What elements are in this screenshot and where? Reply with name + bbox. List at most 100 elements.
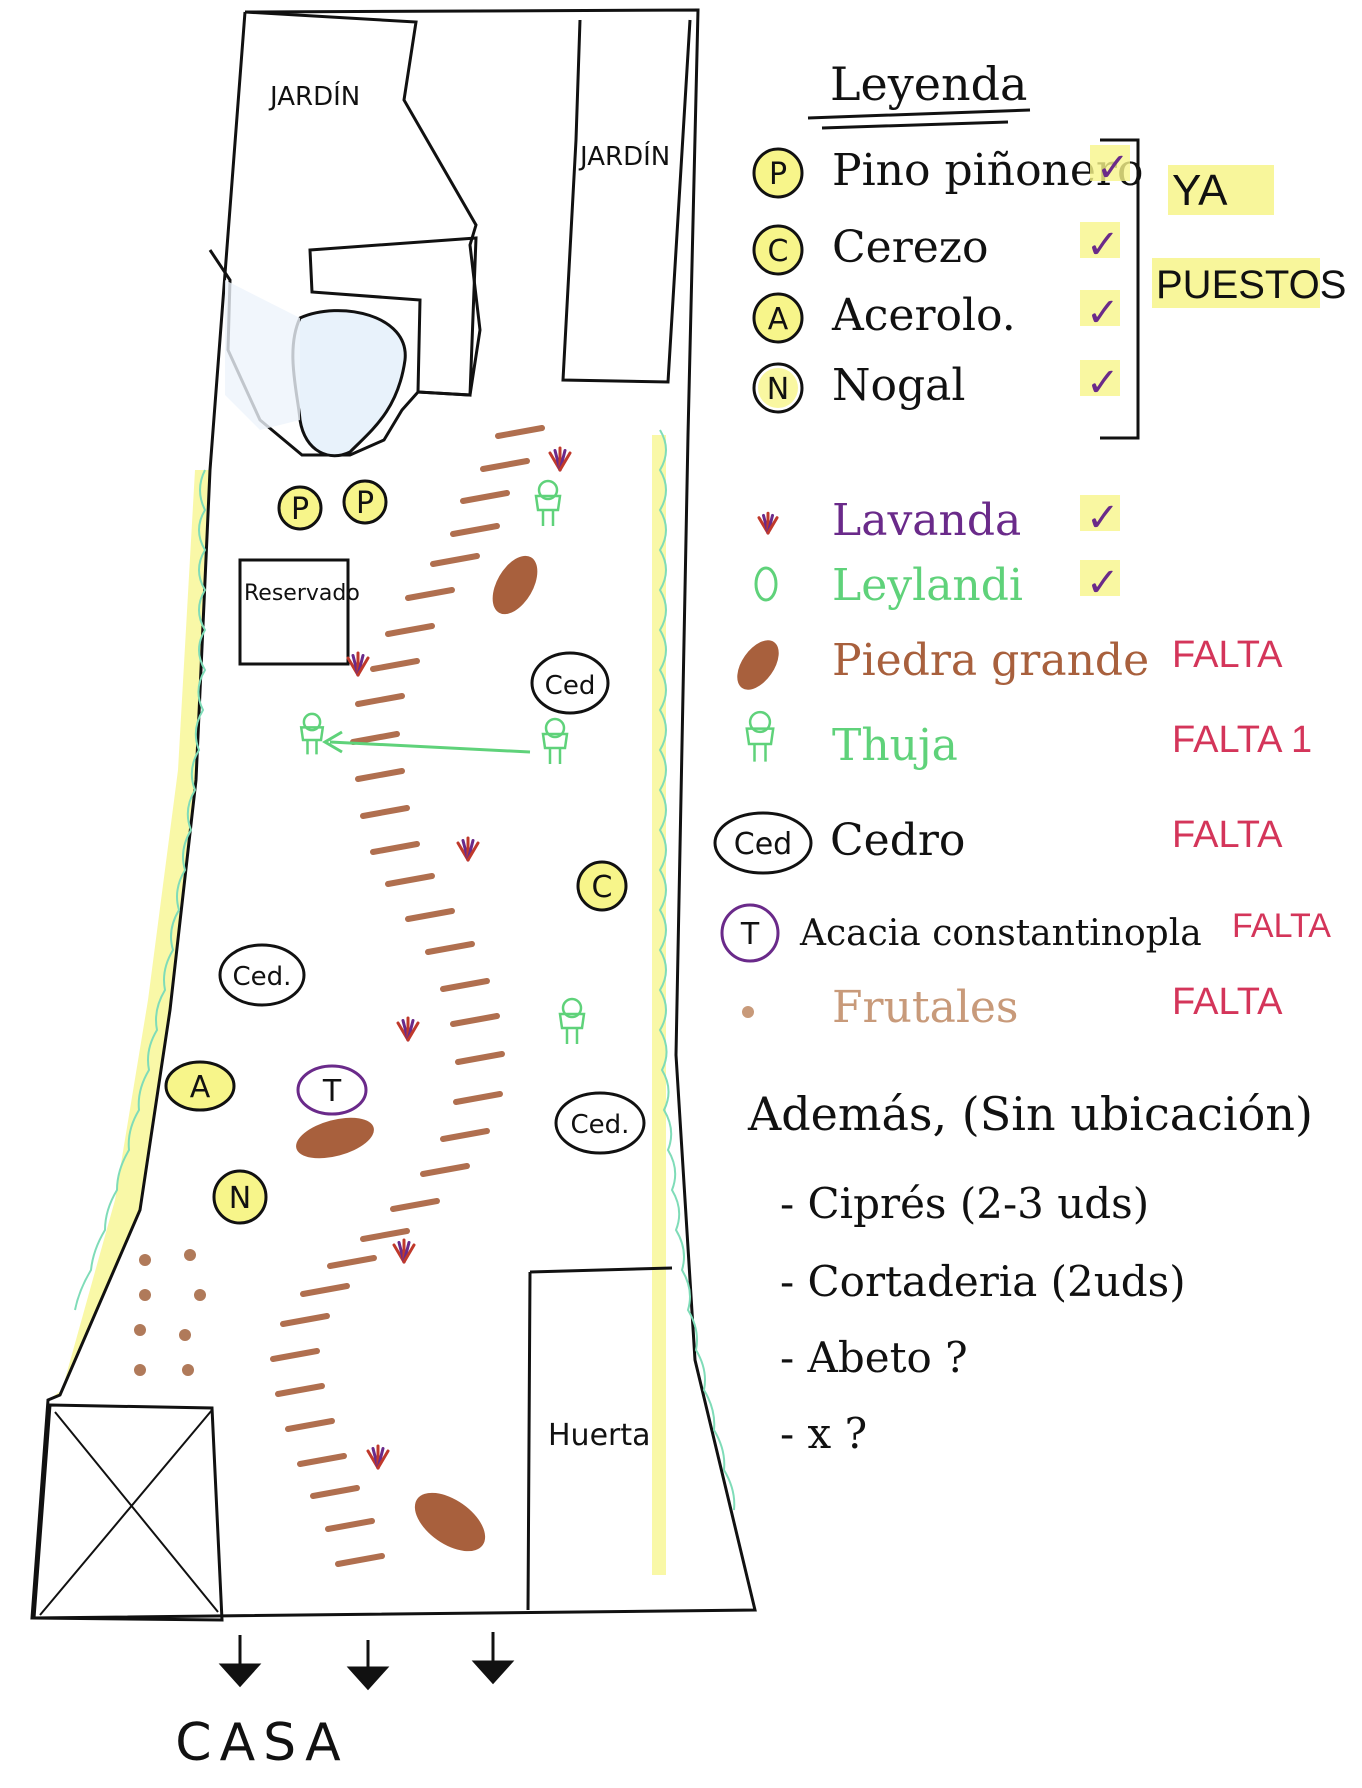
plan-pino-2-letter: P [356, 486, 374, 521]
plot-boundary [30, 8, 757, 1620]
status-falta: FALTA 1 [1172, 719, 1312, 761]
reservado-label: Reservado [244, 581, 360, 606]
legend-thuja-icon [745, 710, 775, 762]
leylandi-hedge-left [74, 469, 207, 1311]
jardin-left-label: JARDÍN [268, 80, 360, 112]
leylandi-hedge-right [658, 429, 736, 1511]
extras-heading: Además, (Sin ubicación) [747, 1087, 1313, 1141]
path-stone [327, 1255, 377, 1269]
status-check: ✓ [1086, 496, 1120, 540]
legend-symbol-letter: P [769, 157, 787, 192]
huerta-box [526, 1266, 673, 1611]
lavender-tuft [346, 651, 370, 677]
lavender-tuft [548, 446, 572, 472]
puestos-label: PUESTOS [1156, 263, 1346, 307]
path-stone [405, 587, 455, 601]
legend-leylandi-icon [754, 566, 778, 602]
path-stone [370, 658, 420, 672]
reservado-box [238, 558, 350, 666]
hedge-highlight-left [48, 470, 210, 1400]
legend-row: Leylandi ✓ [754, 560, 1120, 611]
legend-symbol-letter: C [768, 234, 789, 269]
path-stone [355, 693, 405, 707]
path-stone [285, 1418, 335, 1432]
path-stone [275, 1383, 325, 1397]
legend-lavender-icon [757, 511, 779, 535]
path-stone [297, 1453, 347, 1467]
frutal-dot [134, 1324, 146, 1336]
plan-acerolo-letter: A [190, 1070, 211, 1105]
plan-pino-1-letter: P [291, 492, 309, 527]
plan-acacia: T [296, 1064, 368, 1116]
lavender-tuft [366, 1444, 390, 1470]
legend-acacia-icon [720, 903, 780, 963]
plan-cedro-3: Ced. [554, 1091, 646, 1155]
path-stone [300, 1283, 350, 1297]
legend-label: Piedra grande [832, 635, 1149, 686]
status-check: ✓ [1086, 561, 1120, 605]
plan-cedro-1-label: Ced [545, 671, 596, 701]
big-stone-3 [414, 1492, 486, 1552]
extras-item-2: - Cortaderia (2uds) [780, 1257, 1186, 1306]
path-stone [325, 1518, 375, 1532]
legend-row: Lavanda ✓ [757, 495, 1120, 546]
frutal-dot [139, 1289, 151, 1301]
path-stone [390, 1198, 440, 1212]
lavender-tuft [392, 1238, 416, 1264]
path-stone [385, 873, 435, 887]
path-stone [335, 1553, 385, 1567]
legend-label: Leylandi [832, 560, 1023, 611]
path-stone [370, 841, 420, 855]
jardin-right-zone [561, 19, 692, 384]
path-stone [480, 458, 530, 472]
frutal-dot [182, 1364, 194, 1376]
frutal-dot [194, 1289, 206, 1301]
plan-cerezo: C [576, 860, 628, 912]
frutal-dot [139, 1254, 151, 1266]
legend-label: Cedro [830, 815, 965, 866]
ya-label: YA [1172, 166, 1228, 215]
path-stone [405, 908, 455, 922]
legend-symbol-letter: Ced [734, 827, 792, 862]
path-stone [310, 1485, 360, 1499]
path-stone [450, 1013, 500, 1027]
lavender-tuft [456, 836, 480, 862]
path-stone [453, 1091, 503, 1105]
path-stone [280, 1313, 330, 1327]
thuja-move-arrow [322, 730, 531, 754]
frutal-dot [184, 1249, 196, 1261]
house-arrows [218, 1632, 515, 1691]
extras-item-3: - Abeto ? [780, 1333, 968, 1382]
plan-cedro-2-label: Ced. [233, 962, 292, 992]
crossed-area [32, 1403, 224, 1622]
legend-symbol-circle [752, 362, 804, 414]
legend-label: Frutales [832, 982, 1019, 1033]
legend-label: Lavanda [832, 495, 1021, 546]
path-stone [455, 1051, 505, 1065]
thuja-plants [299, 479, 586, 1044]
legend-cedro-icon [713, 811, 813, 875]
legend-symbol-letter: T [740, 917, 760, 952]
legend-label: Acerolo. [831, 290, 1016, 341]
frutal-dot [179, 1329, 191, 1341]
path-stone [425, 941, 475, 955]
ya-highlight [1168, 165, 1274, 215]
legend-label: Cerezo [832, 222, 988, 273]
path-stone [420, 1163, 470, 1177]
extras-item-1: - Ciprés (2-3 uds) [780, 1179, 1149, 1228]
plan-nogal: N [212, 1169, 268, 1225]
thuja-plant [541, 717, 569, 764]
legend-symbol-letter: A [768, 302, 789, 337]
garden-plan: JARDÍN JARDÍN Reservado Huerta [30, 8, 757, 1773]
legend-symbol-circle [752, 292, 804, 344]
legend-symbol-letter: N [767, 372, 789, 407]
l-structure [308, 236, 478, 397]
lavender-plants [346, 446, 572, 1470]
